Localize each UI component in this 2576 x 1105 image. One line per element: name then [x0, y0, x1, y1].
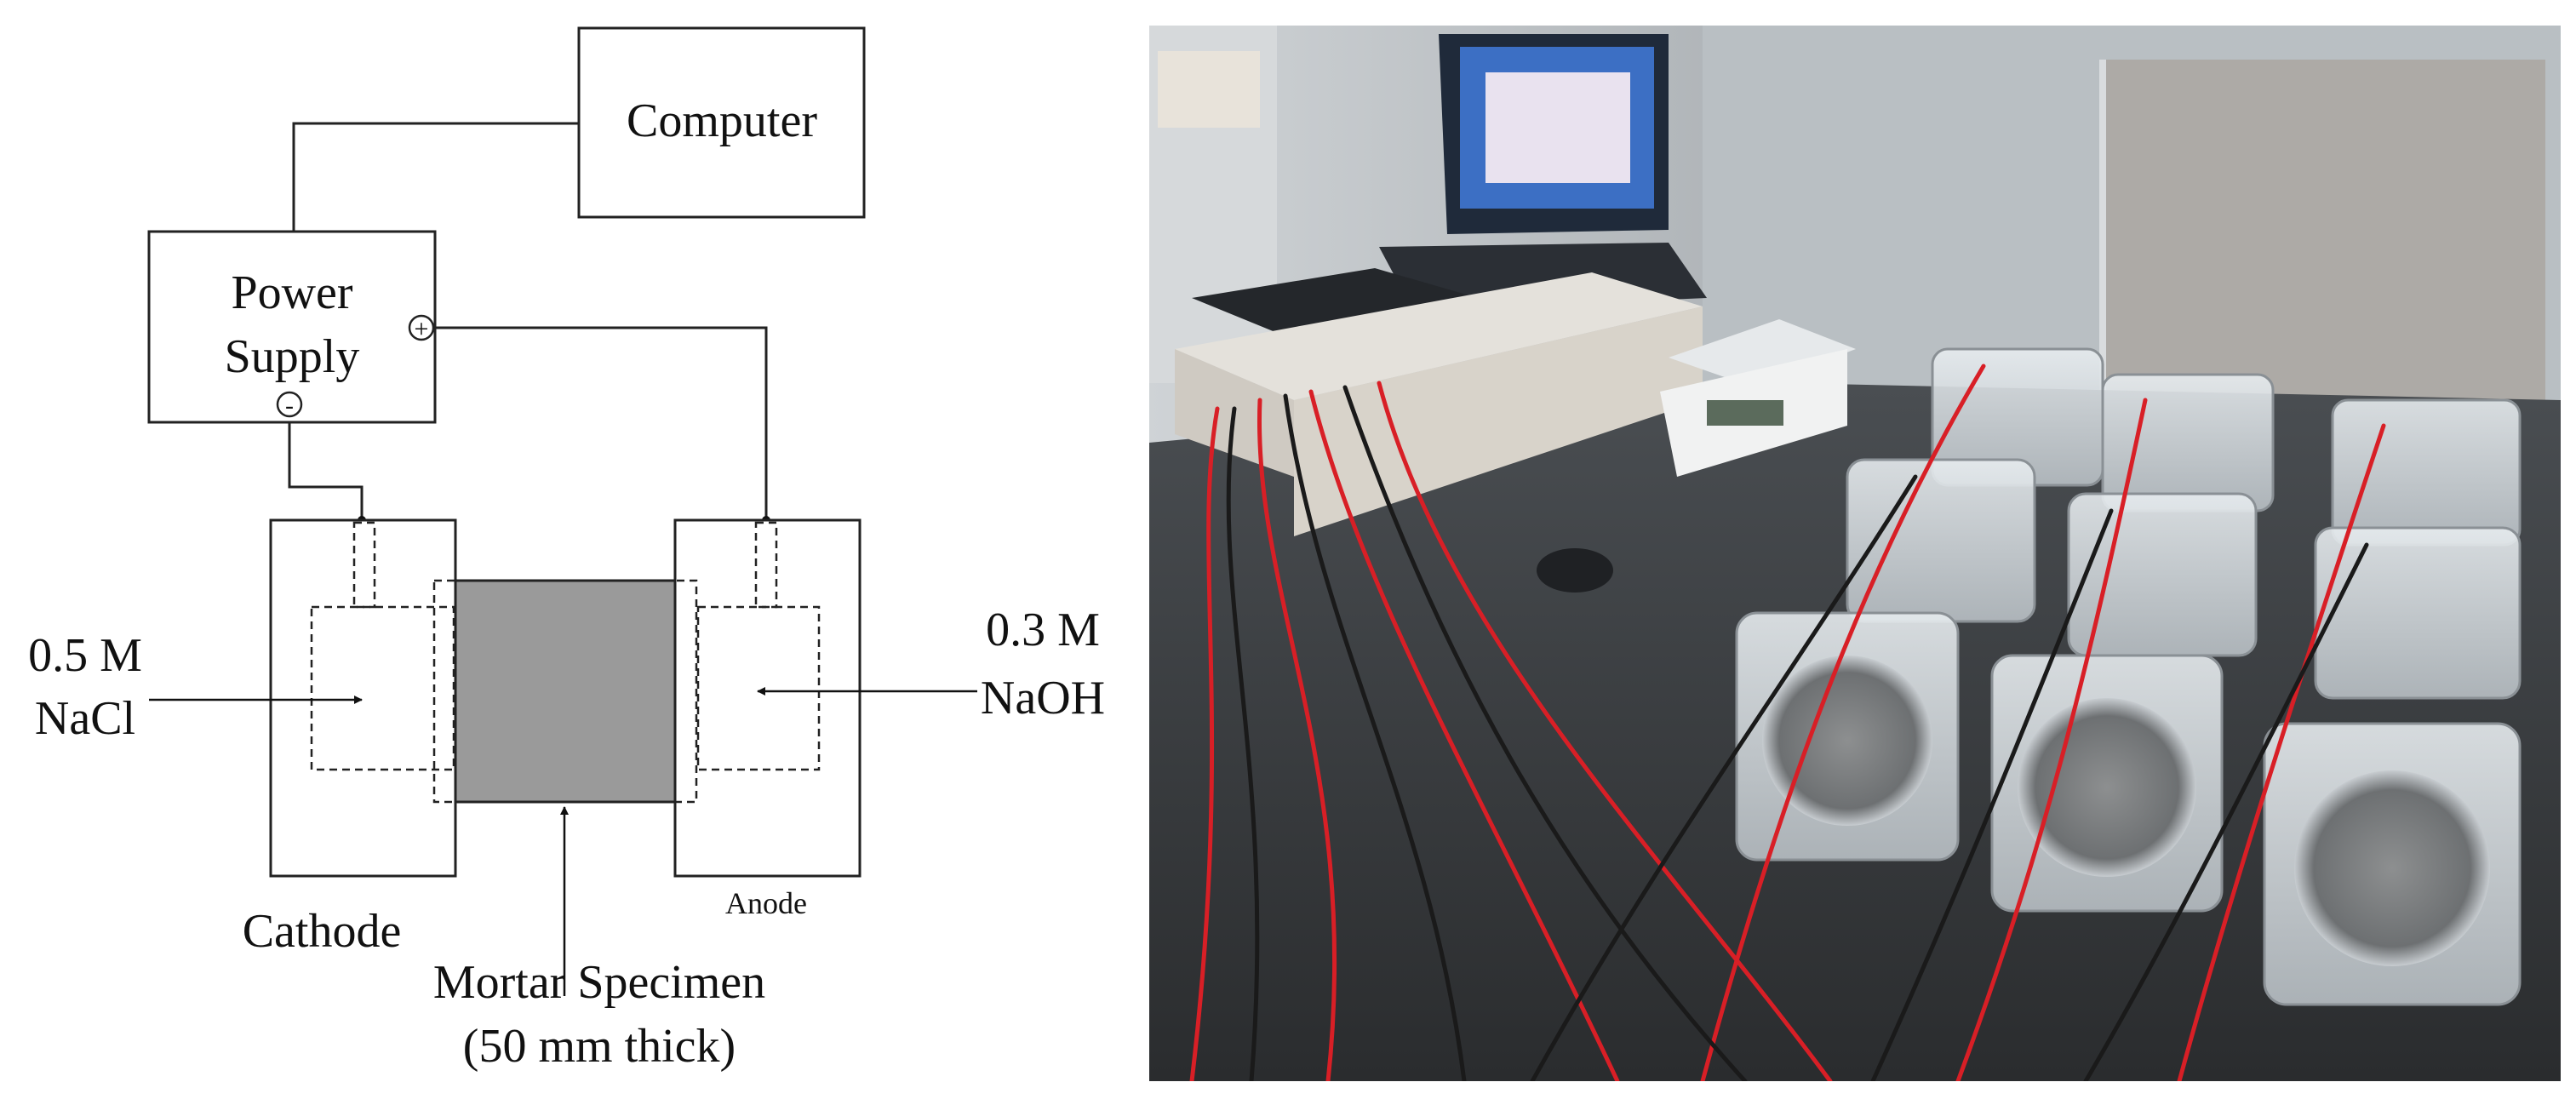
mouse [1537, 548, 1613, 593]
test-cell [2331, 398, 2522, 547]
wire-black [1342, 385, 1748, 1081]
balance-plate [1669, 319, 1856, 387]
wire-red [1700, 364, 1986, 1081]
test-wires [1189, 364, 2386, 1081]
minus-terminal-symbol: - [285, 392, 294, 420]
mortar-specimen [454, 579, 677, 804]
power-supply-label-line1: Power [231, 266, 352, 319]
anode-solution-label-line2: NaOH [981, 672, 1105, 724]
wire-red [1189, 406, 1220, 1081]
left-shelf-items [1158, 51, 1260, 128]
wire-red [1308, 389, 1620, 1081]
wire-computer-to-power [292, 122, 579, 232]
wire-red [1955, 398, 2148, 1081]
wire-black [1530, 474, 1918, 1081]
laptop-window [1485, 72, 1630, 183]
test-cell-disc [2294, 770, 2490, 966]
wire-black [2083, 542, 2369, 1081]
test-cell-disc [1762, 656, 1932, 826]
computer-label: Computer [627, 94, 817, 147]
cabinet-glass-right [2103, 60, 2545, 426]
plus-terminal-symbol: + [415, 315, 429, 343]
wire-red [1377, 381, 1833, 1081]
wire-minus-to-cathode [288, 422, 364, 520]
wire-black [1283, 393, 1467, 1081]
anode-cell [673, 518, 862, 878]
anode-label: Anode [725, 886, 807, 920]
power-supply-label-line2: Supply [225, 330, 360, 383]
balance-display [1707, 400, 1783, 426]
cathode-solution-region [310, 605, 455, 771]
data-logger-top [1175, 272, 1703, 400]
cathode-solution-label-line2: NaCl [35, 692, 135, 745]
power-supply-box [147, 230, 437, 424]
data-logger-panel [1294, 306, 1703, 536]
wire-red [1257, 398, 1337, 1081]
wire-plus-to-anode [433, 326, 768, 520]
cathode-label: Cathode [243, 905, 402, 958]
cathode-solution-label-line1: 0.5 M [28, 629, 142, 682]
test-cell-disc [2018, 698, 2196, 877]
computer-box [577, 26, 866, 219]
cathode-cell [269, 518, 457, 878]
lab-setup-photo [1149, 26, 2561, 1081]
schematic-diagram: Computer Power Supply + - 0.5 M NaCl [28, 26, 1105, 1073]
test-cell [2067, 492, 2258, 657]
specimen-label-line1: Mortar Specimen [433, 956, 765, 1009]
minus-terminal-icon [276, 391, 303, 418]
anode-solution-label-line1: 0.3 M [986, 604, 1100, 656]
wire-black [1870, 508, 2114, 1081]
anode-solution-region [696, 605, 821, 771]
test-cell [2101, 373, 2275, 512]
test-cell [2314, 526, 2522, 700]
wire-red [2177, 423, 2386, 1081]
wire-black [1226, 406, 1260, 1081]
specimen-label-line2: (50 mm thick) [463, 1020, 736, 1073]
